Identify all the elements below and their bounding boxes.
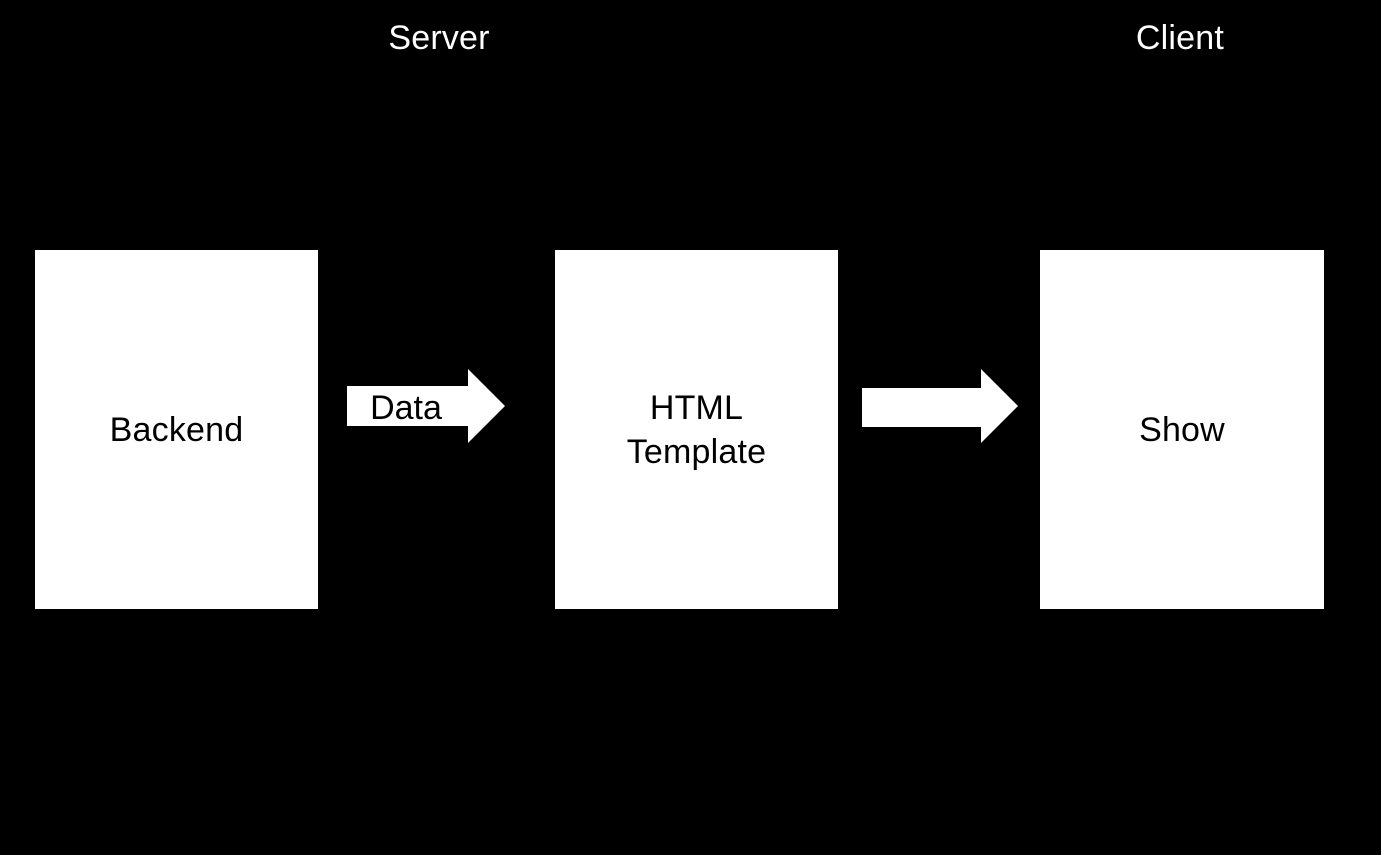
node-label-show: Show <box>1139 410 1225 449</box>
section-header-client: Client <box>1135 19 1225 57</box>
node-box-html-template: HTML Template <box>555 250 838 609</box>
arrow-right-icon-data <box>347 365 507 447</box>
arrow-right-icon-render <box>862 365 1020 447</box>
node-label-backend: Backend <box>109 410 244 449</box>
arrow-right-shape <box>347 369 505 443</box>
node-label-html-template: HTML Template <box>626 388 767 471</box>
section-header-server: Server <box>388 19 490 57</box>
node-box-backend: Backend <box>35 250 318 609</box>
node-box-show: Show <box>1040 250 1324 609</box>
arrow-label-data: Data <box>370 389 442 427</box>
arrow-right-shape <box>862 369 1018 443</box>
